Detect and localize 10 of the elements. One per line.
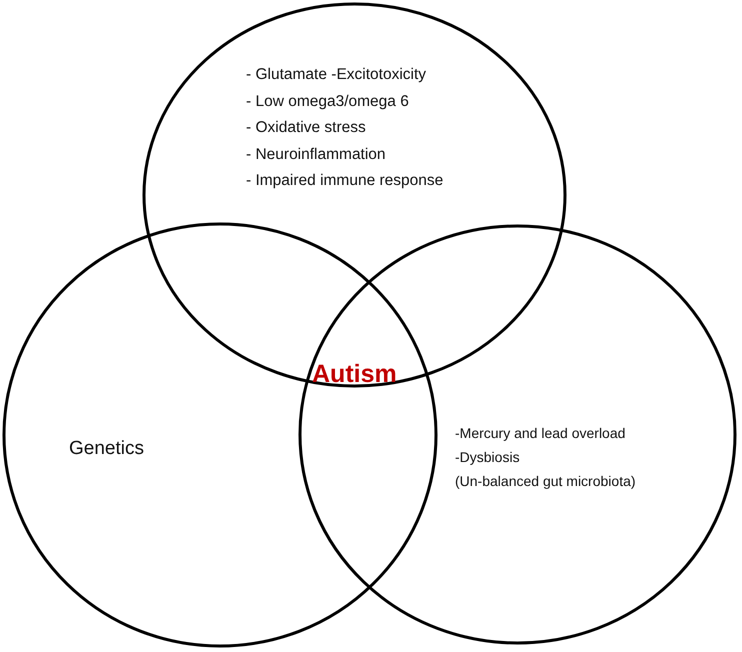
list-item: (Un-balanced gut microbiota) xyxy=(455,472,636,491)
list-item: - Glutamate -Excitotoxicity xyxy=(246,65,426,85)
list-item: -Dysbiosis xyxy=(455,448,520,467)
list-item: - Impaired immune response xyxy=(246,171,444,191)
circle-label: Genetics xyxy=(69,437,144,461)
list-item: - Oxidative stress xyxy=(246,118,366,138)
list-item: - Low omega3/omega 6 xyxy=(246,92,409,112)
list-item: - Neuroinflammation xyxy=(246,144,386,164)
list-item: -Mercury and lead overload xyxy=(455,424,626,443)
center-label: Autism xyxy=(312,360,397,389)
